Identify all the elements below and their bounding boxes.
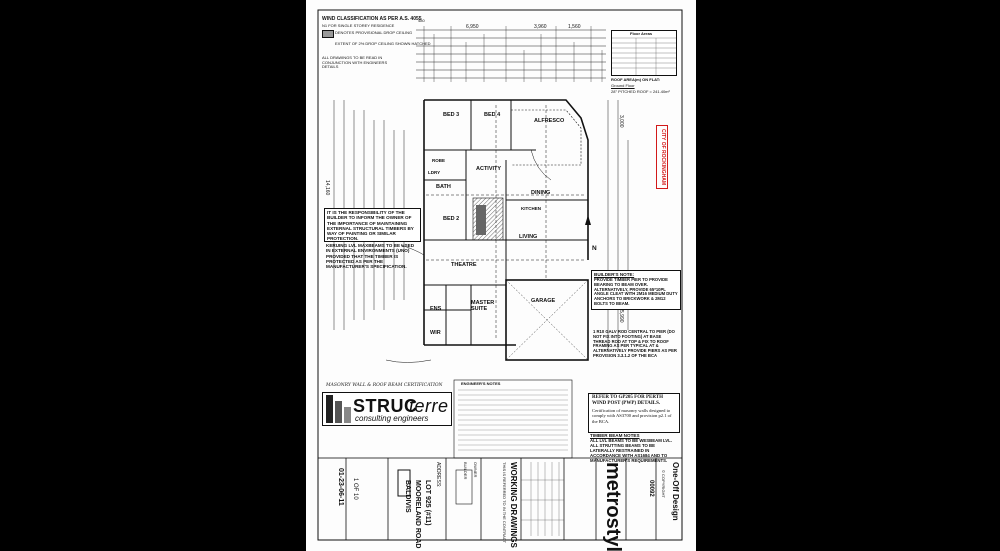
roof-area-value: 28° PITCHED ROOF = 241.40m² [611, 89, 670, 94]
copyright: © COPYRIGHT [661, 470, 666, 498]
north-label: N [592, 245, 597, 252]
date-code: 01-23-06-11 [337, 468, 344, 506]
floor-areas-grid [612, 37, 676, 75]
room-activity: ACTIVITY [476, 166, 502, 172]
timber-notes: ALL LVL BEAMS TO BE WESBEAM LVL. ALL STR… [590, 438, 672, 463]
room-kitchen: KITCHEN [521, 206, 541, 211]
room-garage: GARAGE [531, 298, 556, 304]
one-off-design: One-Off Design [671, 462, 680, 521]
room-dining: DINING [531, 190, 551, 196]
room-robe: ROBE [432, 158, 446, 163]
dim-right-2: 3,000 [618, 115, 624, 128]
room-ldry: LDRY [428, 170, 441, 175]
extent-legend: EXTENT OF 2% DROP CEILING SHOWN HATCHED [335, 41, 431, 46]
drawings-read-note: ALL DRAWINGS TO BE READ IN CONJUNCTION W… [322, 55, 388, 70]
brand-italic: terre [409, 396, 449, 416]
drawing-sheet: WIND CLASSIFICATION AS PER A.S. 4055 N1 … [306, 0, 696, 551]
dim-top-1: 480 [418, 18, 425, 23]
builders-note: PROVIDE TIMBER PIER TO PROVIDE BEARING T… [594, 277, 678, 307]
masonry-certification-note: MASONRY WALL & ROOF BEAM CERTIFICATION [326, 383, 443, 388]
working-drawings-sub: THIS IS REFERRED TO IN THE CONTRACT [502, 462, 507, 544]
address-street: MOORELAND ROAD [414, 480, 421, 549]
dim-top-3: 3,960 [534, 24, 547, 30]
pwp-note-box: REFER TO GP205 FOR PERTH WIND POST (PWP)… [588, 393, 680, 433]
drop-ceiling-legend: DENOTES PROVISIONAL DROP CEILING [335, 30, 413, 35]
roof-area-title: ROOF AREA(m) ON FLAT: [611, 77, 661, 82]
wind-classification-title: WIND CLASSIFICATION AS PER A.S. 4055 [322, 16, 422, 22]
address-suburb: BALDIVIS [404, 480, 411, 513]
council-stamp: CITY OF ROCKINGHAM [656, 125, 668, 190]
wind-classification-sub: N1 FOR SINGLE STOREY RESIDENCE [322, 23, 395, 28]
room-ens: ENS [430, 306, 442, 312]
room-bed3: BED 3 [443, 112, 460, 118]
floor-areas-title: Floor Areas [630, 31, 653, 36]
dim-top-2: 6,950 [466, 24, 479, 30]
room-master: MASTER SUITE [471, 300, 495, 312]
room-bed4: BED 4 [484, 112, 501, 118]
floor-areas-table: Floor Areas [611, 30, 677, 76]
working-drawings: WORKING DRAWINGS [509, 462, 518, 548]
dim-left: 14,160 [324, 180, 330, 196]
rod-note: 1 R10 GALV ROD CENTRAL TO PIER (DO NOT F… [593, 329, 677, 359]
dim-top-4: 1,560 [568, 24, 581, 30]
room-bath: BATH [436, 184, 451, 190]
keruing-note: KERUING LVL MAXBEAMS TO BE USED IN EXTER… [326, 243, 415, 270]
sheet-number: 1 OF 10 [352, 478, 358, 500]
address-label: ADDRESS: [435, 462, 441, 488]
engineer-logo-mark [326, 395, 351, 423]
engineer-notes-title: ENGINEER'S NOTES [461, 381, 501, 386]
responsibility-note-box: IT IS THE RESPONSIBILITY OF THE BUILDER … [324, 208, 421, 242]
owner-label: OWNER [473, 462, 478, 478]
room-theatre: THEATRE [451, 262, 477, 268]
brand-sub: consulting engineers [355, 414, 429, 423]
dim-right: 5,990 [618, 310, 624, 323]
drop-ceiling-legend-swatch [322, 30, 334, 38]
room-bed2: BED 2 [443, 216, 460, 222]
roof-ground-label: Ground Floor [611, 83, 635, 88]
builder-label: BUILDER [463, 462, 468, 480]
brand-main: STRUC [353, 396, 418, 416]
builders-note-box: BUILDER'S NOTE: PROVIDE TIMBER PIER TO P… [591, 270, 681, 310]
responsibility-note: IT IS THE RESPONSIBILITY OF THE BUILDER … [327, 210, 414, 242]
timber-notes-title: TIMBER BEAM NOTES [590, 433, 640, 438]
room-living: LIVING [519, 234, 538, 240]
company-logo: metrostyle. [602, 462, 624, 551]
refer-note: REFER TO GP205 FOR PERTH WIND POST (PWP)… [592, 395, 664, 406]
room-alfresco: ALFRESCO [534, 118, 565, 124]
builders-note-title: BUILDER'S NOTE: [594, 272, 635, 277]
job-number: 00092 [648, 480, 654, 497]
room-wir: WIR [430, 330, 441, 336]
engineer-logo-box: STRUC terre consulting engineers [322, 392, 452, 426]
address-lot: LOT 925 (#11) [424, 480, 431, 526]
certification-note: Certification of masonry walls designed … [592, 408, 672, 424]
